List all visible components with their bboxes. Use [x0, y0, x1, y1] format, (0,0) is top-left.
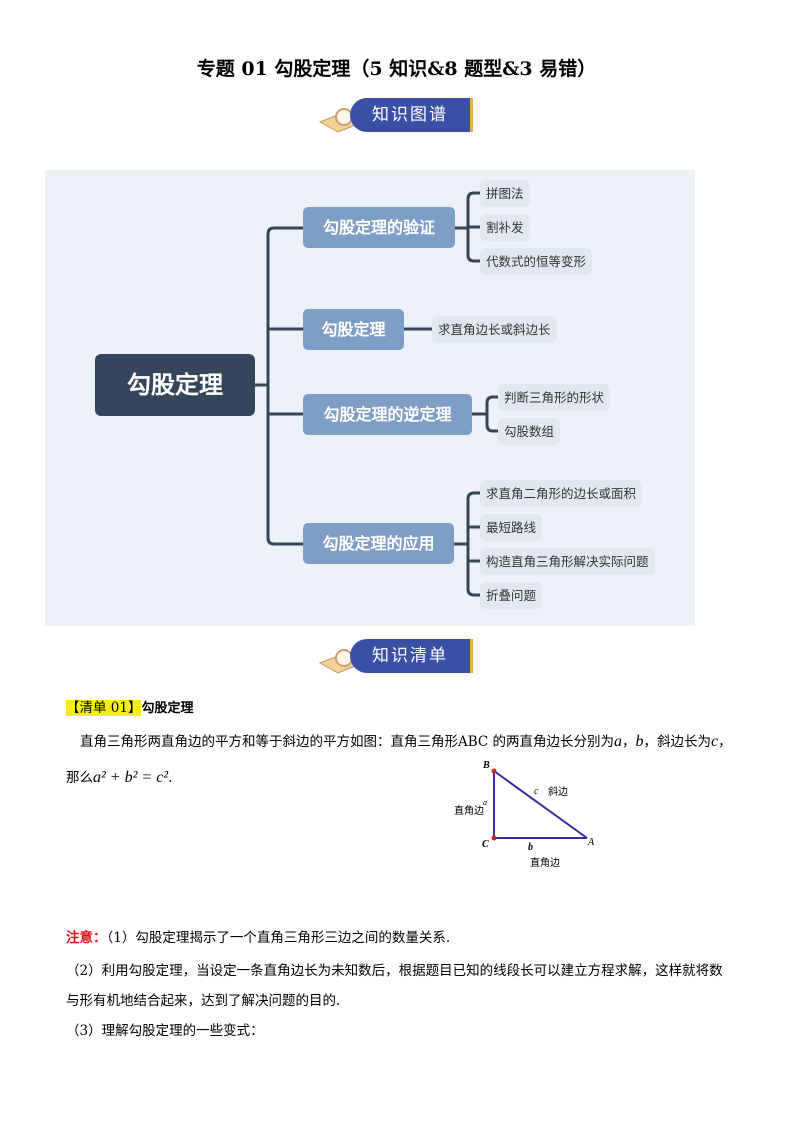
hypotenuse-label: 斜边: [548, 785, 568, 798]
para-text: ，斜边长为: [643, 734, 712, 750]
side-b: b: [528, 842, 533, 853]
badge-edge: [470, 98, 473, 132]
leaf: 判断三角形的形状: [498, 384, 611, 411]
triangle-figure: B C A a b c 斜边 直角边 直角边: [454, 760, 595, 869]
sep: ，: [718, 734, 732, 750]
para-text: 直角三角形两直角边的平方和等于斜边的平方如图：直角三角形ABC 的两直角边长分别…: [80, 734, 615, 750]
var-c: c: [711, 733, 719, 750]
formula-line: 那么a² + b² = c².: [66, 766, 172, 787]
badge-label: 知识清单: [350, 639, 470, 673]
leaf: 代数式的恒等变形: [480, 248, 593, 275]
branch-converse: 勾股定理的逆定理: [303, 394, 472, 435]
leg-label: 直角边: [530, 856, 560, 869]
var-a: a: [614, 733, 623, 750]
note-2-cont: 与形有机地结合起来，达到了解决问题的目的.: [66, 993, 341, 1009]
label-c: C: [482, 839, 489, 850]
side-a: a: [483, 798, 487, 807]
leaf: 折叠问题: [480, 582, 543, 609]
note-label: 注意：: [66, 930, 107, 946]
knowledge-list-badge: 知识清单: [318, 637, 474, 677]
leaf: 勾股数组: [498, 418, 561, 445]
page-title: 专题 01 勾股定理（5 知识&8 题型&3 易错）: [196, 58, 597, 80]
section-title: 勾股定理: [141, 701, 194, 716]
formula: a² + b² = c²: [93, 769, 169, 786]
leaf: 求直角二角形的边长或面积: [480, 480, 643, 507]
knowledge-map-badge: 知识图谱: [318, 96, 474, 136]
badge-edge: [470, 639, 473, 673]
section-tag: 【清单 01】: [66, 700, 142, 716]
label-b: B: [482, 760, 490, 771]
label-a: A: [587, 837, 595, 848]
leaf: 求直角边长或斜边长: [432, 316, 557, 343]
point-b: [491, 768, 497, 774]
note-2: （2）利用勾股定理，当设定一条直角边长为未知数后，根据题目已知的线段长可以建立方…: [66, 963, 723, 979]
leaf: 最短路线: [480, 514, 543, 541]
leaf: 拼图法: [480, 180, 530, 207]
point-c: [491, 835, 497, 841]
leaf: 割补发: [480, 214, 530, 241]
leg-label: 直角边: [454, 804, 484, 817]
para-text: 那么: [66, 770, 93, 786]
badge-label: 知识图谱: [350, 98, 470, 132]
branch-theorem: 勾股定理: [303, 309, 404, 350]
note-3: （3）理解勾股定理的一些变式：: [66, 1023, 264, 1039]
note-text: （1）勾股定理揭示了一个直角三角形三边之间的数量关系.: [106, 930, 451, 946]
paragraph: 直角三角形两直角边的平方和等于斜边的平方如图：直角三角形ABC 的两直角边长分别…: [80, 730, 732, 751]
section-heading: 【清单 01】勾股定理: [66, 696, 194, 716]
branch-application: 勾股定理的应用: [303, 523, 454, 564]
var-b: b: [635, 733, 644, 750]
book-icon: [318, 108, 360, 133]
side-c: c: [534, 786, 539, 797]
leaf: 构造直角三角形解决实际问题: [480, 548, 655, 575]
mind-map-root: 勾股定理: [95, 354, 255, 416]
sep: .: [168, 770, 173, 786]
sep: ，: [622, 734, 636, 750]
note-1: 注意：（1）勾股定理揭示了一个直角三角形三边之间的数量关系.: [66, 926, 450, 946]
branch-verification: 勾股定理的验证: [303, 207, 455, 248]
